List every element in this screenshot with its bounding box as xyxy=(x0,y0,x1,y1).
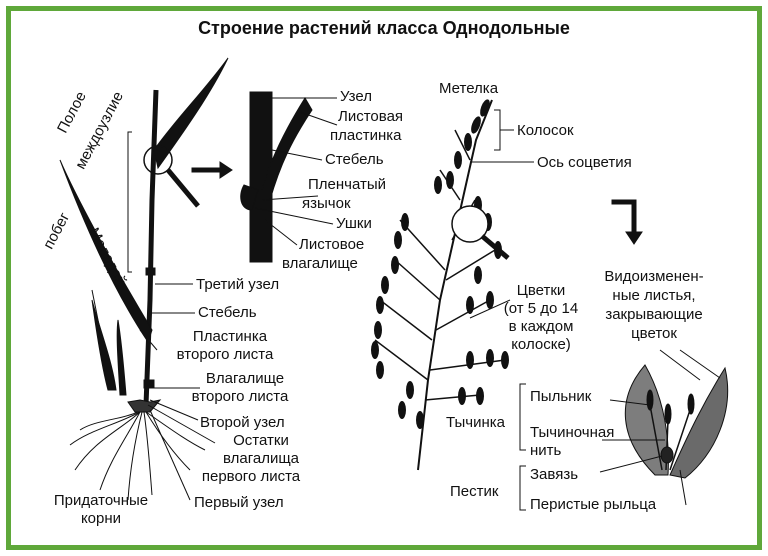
label-sheath-1: Влагалище xyxy=(205,370,285,387)
label-flowers-4: колоске) xyxy=(511,336,571,353)
internode-bracket xyxy=(127,131,132,273)
flowers-leader xyxy=(469,299,511,319)
zoom-arrow xyxy=(191,161,233,179)
third-node xyxy=(145,267,156,276)
label-flowers-1: Цветки xyxy=(516,282,566,299)
label-blade-2: второго листа xyxy=(176,346,274,363)
label-remains-1: Остатки xyxy=(233,432,289,449)
label-flowers-3: в каждом xyxy=(508,318,574,335)
panicle xyxy=(371,99,643,471)
diagram-title: Строение растений класса Однодольные xyxy=(198,18,570,38)
anther-1 xyxy=(646,389,654,411)
label-filament-2: нить xyxy=(530,442,562,459)
label-first-node: Первый узел xyxy=(194,494,284,511)
label-modified-2: ные листья, xyxy=(612,287,696,304)
label-stamen: Тычинка xyxy=(446,414,505,431)
label-axis: Ось соцветия xyxy=(537,154,632,171)
flower-arrow xyxy=(611,199,643,245)
label-third-node: Третий узел xyxy=(196,276,280,293)
label-remains-2: влагалища xyxy=(222,450,300,467)
label-flowers-2: (от 5 до 14 xyxy=(503,300,579,317)
second-leaf-blade xyxy=(59,159,153,344)
magnifier-lens xyxy=(143,145,173,175)
flower xyxy=(519,349,729,511)
label-roots-1: Придаточные xyxy=(53,492,149,509)
adventitious-roots xyxy=(69,411,206,501)
second-node xyxy=(143,379,155,389)
label-modified-3: закрывающие xyxy=(605,306,703,323)
main-stem xyxy=(143,89,159,406)
panicle-magnifier-lens xyxy=(451,205,489,243)
zoom-ligule xyxy=(240,184,259,211)
label-filament-1: Тычиночная xyxy=(530,424,615,441)
label-remains-3: первого листа xyxy=(201,468,301,485)
label-modified-4: цветок xyxy=(631,325,677,342)
spikelets xyxy=(371,99,509,429)
label-panicle: Метелка xyxy=(439,80,499,97)
zoom-leaf-blade xyxy=(261,97,313,202)
zoom-detail xyxy=(240,91,338,263)
zoom-label-stem: Стебель xyxy=(325,151,384,168)
zoom-label-blade-2: пластинка xyxy=(330,127,402,144)
anther-3 xyxy=(687,393,695,415)
label-modified-1: Видоизменен- xyxy=(604,268,704,285)
left-plant xyxy=(59,57,233,501)
young-shoot-2 xyxy=(116,319,127,396)
zoom-label-ligule-2: язычок xyxy=(302,195,351,212)
label-spikelet: Колосок xyxy=(517,122,574,139)
spikelet-bracket xyxy=(494,109,501,151)
label-roots-2: корни xyxy=(80,510,122,527)
label-anther: Пыльник xyxy=(530,388,592,405)
young-shoot xyxy=(91,299,117,391)
label-stigmas: Перистые рыльца xyxy=(530,496,657,513)
flower-glume-right xyxy=(669,366,729,479)
label-sheath-2: второго листа xyxy=(191,388,289,405)
inflorescence-axis xyxy=(417,99,493,471)
label-blade-1: Пластинка xyxy=(192,328,268,345)
zoom-label-blade-1: Листовая xyxy=(338,108,404,125)
top-leaf xyxy=(153,57,229,170)
left-leader-lines xyxy=(91,283,216,501)
zoom-leader-lines xyxy=(254,97,338,246)
zoom-label-sheath-2: влагалище xyxy=(282,255,358,272)
anther-2 xyxy=(664,403,672,425)
panicle-magnifier-handle xyxy=(480,234,510,260)
zoom-label-auricles: Ушки xyxy=(336,215,372,232)
base-sheaths xyxy=(127,399,162,413)
label-second-node: Второй узел xyxy=(200,414,285,431)
ovary-shape xyxy=(660,446,674,464)
flower-leader-lines xyxy=(519,349,721,511)
label-ovary: Завязь xyxy=(530,466,579,483)
magnifier-handle xyxy=(166,168,200,208)
label-stem: Стебель xyxy=(198,304,257,321)
zoom-label-node: Узел xyxy=(340,88,372,105)
zoom-label-sheath-1: Листовое xyxy=(299,236,365,253)
zoom-label-ligule-1: Пленчатый xyxy=(308,176,387,193)
label-pistil: Пестик xyxy=(450,483,499,500)
